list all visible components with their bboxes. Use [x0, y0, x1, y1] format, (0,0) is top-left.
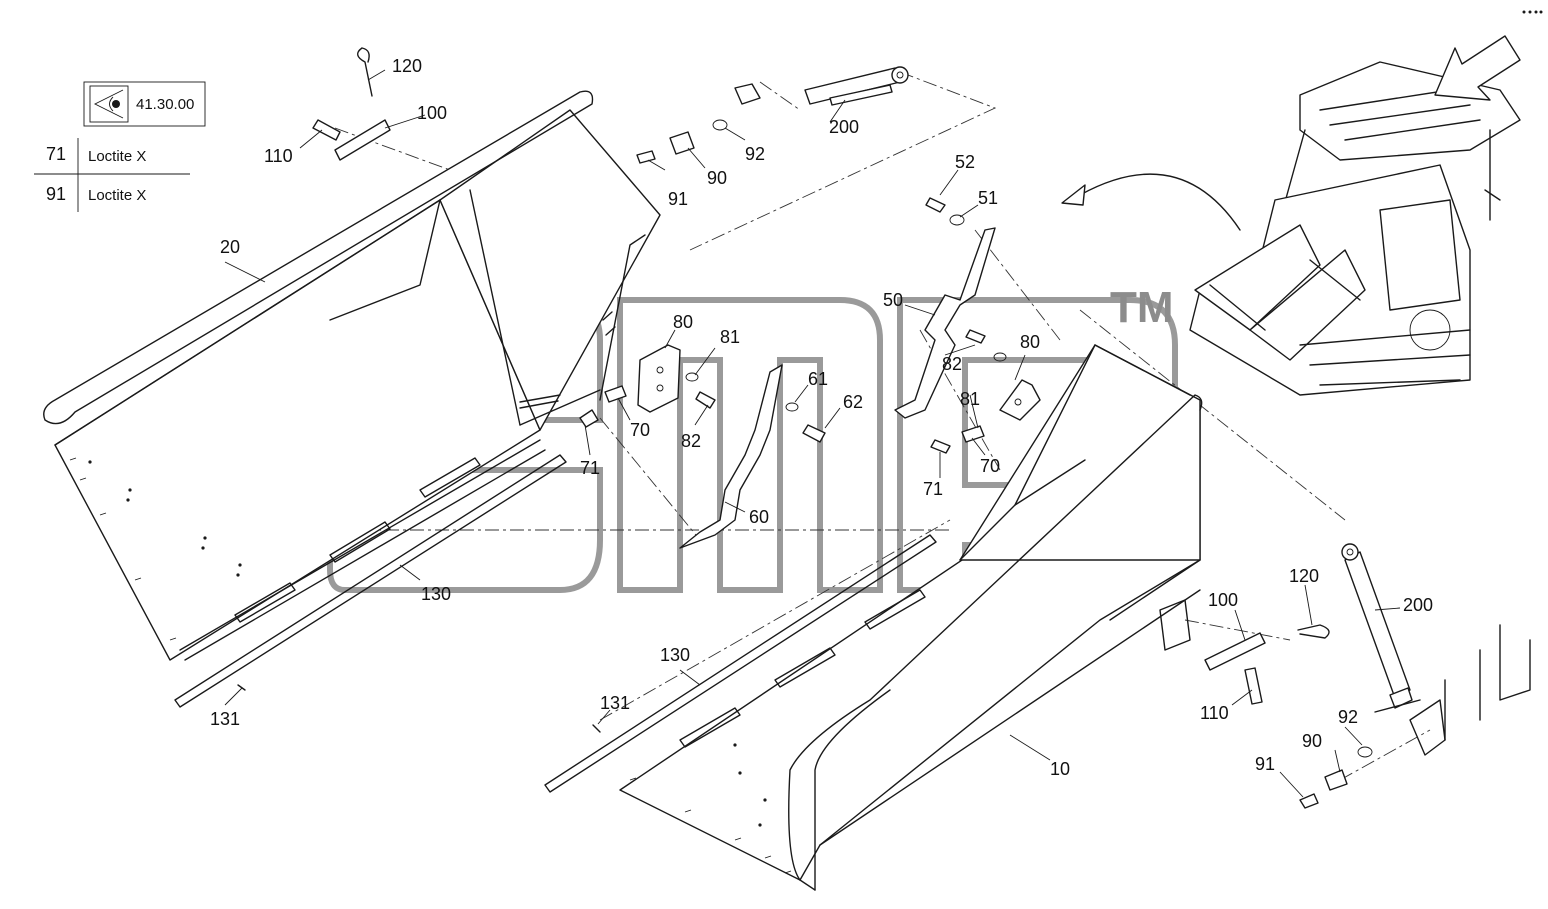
hinge-marks: [629, 777, 792, 874]
mounting-holes: [733, 743, 767, 827]
callout-100-right: 100: [1208, 590, 1238, 610]
callout-62: 62: [843, 392, 863, 412]
cylinder-200-top: [734, 66, 909, 106]
bracket-50: [894, 227, 996, 419]
bracket-60: [679, 364, 783, 549]
callout-110-right: 110: [1200, 703, 1229, 723]
pin-131-right: [592, 724, 601, 733]
callout-20: 20: [220, 237, 240, 257]
pin-110-right: [1244, 667, 1263, 705]
callout-130-left: 130: [421, 584, 451, 604]
callout-71-right: 71: [923, 479, 943, 499]
hopper-wing-right: [619, 344, 1203, 891]
callout-120-right: 120: [1289, 566, 1319, 586]
hinge-marks: [69, 457, 177, 641]
callout-91-right: 91: [1255, 754, 1275, 774]
callout-82-right: 82: [942, 354, 962, 374]
callout-52: 52: [955, 152, 975, 172]
hinge-plate-80-right: [999, 379, 1041, 421]
clip-120-left: [357, 47, 373, 97]
fasteners: [579, 119, 1373, 809]
callout-70-right: 70: [980, 456, 1000, 476]
callout-81-left: 81: [720, 327, 740, 347]
callout-labels: 120 100 110 20 91 90 92 200 52 51 50 80 …: [210, 56, 1433, 779]
callout-90-top: 90: [707, 168, 727, 188]
callout-81-right: 81: [960, 389, 980, 409]
callout-131-left: 131: [210, 709, 240, 729]
legend-number: 71: [46, 144, 66, 164]
hopper-wing-left: [43, 90, 661, 661]
mounting-holes: [88, 460, 242, 577]
view-icon-frame: [89, 85, 129, 123]
callout-82-left: 82: [681, 431, 701, 451]
view-direction-arrow-icon: [1434, 35, 1521, 101]
clip-120-right: [1297, 624, 1330, 639]
assembly-direction-arrow-icon: [1061, 173, 1241, 231]
cylinder-200-right: [1341, 543, 1413, 709]
toolbar-dots-icon: [1522, 10, 1543, 14]
callout-50: 50: [883, 290, 903, 310]
callout-200-top: 200: [829, 117, 859, 137]
legend-text: Loctite X: [88, 148, 146, 165]
callout-92-top: 92: [745, 144, 765, 164]
callout-91-top: 91: [668, 189, 688, 209]
callout-60: 60: [749, 507, 769, 527]
frame-mount-right: [1374, 624, 1531, 756]
callout-90-right: 90: [1302, 731, 1322, 751]
callout-130-right: 130: [660, 645, 690, 665]
leader-lines: [224, 69, 1401, 798]
watermark-trademark: TM: [1110, 283, 1174, 332]
reference-code: 41.30.00: [136, 96, 194, 113]
pin-131-left: [237, 684, 246, 691]
legend-number: 91: [46, 184, 66, 204]
callout-120-left: 120: [392, 56, 422, 76]
eye-view-icon: [93, 89, 124, 119]
callout-131-right: 131: [600, 693, 630, 713]
callout-51: 51: [978, 188, 998, 208]
pin-100-left: [334, 119, 391, 161]
callout-110-left: 110: [264, 146, 293, 166]
callout-61: 61: [808, 369, 828, 389]
rod-130-left: [174, 454, 567, 708]
reference-box: 41.30.00: [83, 81, 206, 127]
callout-80-left: 80: [673, 312, 693, 332]
callout-92-right: 92: [1338, 707, 1358, 727]
callout-100-left: 100: [417, 103, 447, 123]
rod-130-right: [544, 534, 937, 793]
legend-text: Loctite X: [88, 187, 146, 204]
callout-10: 10: [1050, 759, 1070, 779]
callout-200-right: 200: [1403, 595, 1433, 615]
legend-table: 71 Loctite X 91 Loctite X: [34, 138, 190, 212]
reference-frame: [83, 81, 206, 127]
hinge-plate-80-left: [637, 344, 681, 413]
callout-70-left: 70: [630, 420, 650, 440]
pin-110-left: [312, 119, 341, 141]
callout-71-left: 71: [580, 458, 600, 478]
watermark-letter-m: [617, 297, 883, 593]
callout-80-right: 80: [1020, 332, 1040, 352]
pin-100-right: [1204, 632, 1266, 671]
